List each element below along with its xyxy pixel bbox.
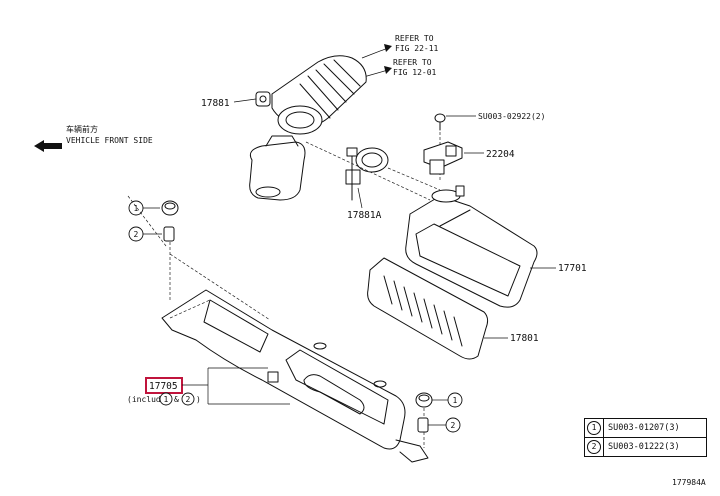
part-22204-label: 22204 bbox=[486, 149, 515, 160]
legend-row: 1 SU003-01207(3) bbox=[584, 418, 707, 438]
legend-code: SU003-01207(3) bbox=[603, 418, 707, 438]
vehicle-front-arrow-icon bbox=[34, 140, 62, 152]
refer-fig-12-01-line1: REFER TO bbox=[393, 58, 432, 67]
grommet-right-2-number: 2 bbox=[451, 421, 456, 430]
legend-number: 2 bbox=[587, 440, 601, 454]
legend-code: SU003-01222(3) bbox=[603, 437, 707, 457]
grommet-right-1-number: 1 bbox=[453, 396, 458, 405]
vehicle-front-label-en: VEHICLE FRONT SIDE bbox=[66, 136, 153, 145]
part-17701-label: 17701 bbox=[558, 263, 587, 274]
part-17801-label: 17801 bbox=[510, 333, 539, 344]
air-cleaner-cap-part bbox=[405, 185, 538, 308]
part-17881-label: 17881 bbox=[201, 98, 230, 109]
refer-fig-22-11-line2: FIG 22-11 bbox=[395, 44, 439, 53]
screw-code-label: SU003-02922(2) bbox=[478, 112, 545, 121]
grommet-left-part bbox=[128, 200, 179, 242]
air-flow-meter-part bbox=[423, 141, 463, 175]
include-label: (include bbox=[127, 395, 166, 404]
refer-arrows-icon bbox=[359, 44, 392, 79]
include-amp: & bbox=[174, 395, 179, 404]
refer-fig-22-11-line1: REFER TO bbox=[395, 34, 434, 43]
screw-part bbox=[434, 113, 446, 131]
intake-hose-part bbox=[249, 55, 367, 201]
hose-clamp-part bbox=[345, 147, 389, 201]
vehicle-front-label-cn: 车辆前方 bbox=[66, 124, 98, 134]
air-cleaner-case-part bbox=[161, 289, 429, 463]
include-close: ) bbox=[196, 395, 201, 404]
include-circle-1-number: 1 bbox=[164, 395, 169, 404]
bolt-legend-table: 1 SU003-01207(3) 2 SU003-01222(3) bbox=[584, 418, 707, 457]
legend-row: 2 SU003-01222(3) bbox=[584, 437, 707, 457]
diagram-id: 177984A bbox=[672, 478, 706, 487]
grommet-left-1-number: 1 bbox=[134, 204, 139, 213]
part-17705-label[interactable]: 17705 bbox=[149, 381, 178, 392]
part-17881a-label: 17881A bbox=[347, 210, 382, 221]
include-circle-2-number: 2 bbox=[186, 395, 191, 404]
grommet-left-2-number: 2 bbox=[134, 230, 139, 239]
legend-number: 1 bbox=[587, 421, 601, 435]
air-filter-element-part bbox=[367, 257, 489, 360]
refer-fig-12-01-line2: FIG 12-01 bbox=[393, 68, 437, 77]
grommet-right-part bbox=[415, 392, 463, 433]
